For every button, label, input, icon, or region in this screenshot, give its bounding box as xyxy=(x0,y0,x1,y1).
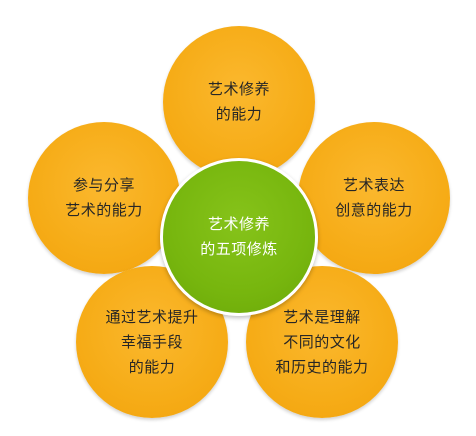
petal-lower-right: 艺术是理解 不同的文化 和历史的能力 xyxy=(246,266,398,418)
petal-top-line-2: 的能力 xyxy=(215,105,263,123)
petal-lower-right-label: 艺术是理解 不同的文化 和历史的能力 xyxy=(275,305,368,380)
center-label: 艺术修养 的五项修炼 xyxy=(200,212,278,262)
petal-upper-right-label: 艺术表达 创意的能力 xyxy=(335,173,413,223)
petal-lower-left-line-3: 的能力 xyxy=(128,357,176,376)
petal-lower-right-line-2: 不同的文化 xyxy=(283,332,361,351)
petal-lower-right-line-1: 艺术是理解 xyxy=(283,307,361,326)
petal-top: 艺术修养 的能力 xyxy=(163,26,315,178)
petal-lower-left-line-2: 幸福手段 xyxy=(120,332,183,351)
center-line-1: 艺术修养 xyxy=(207,215,270,233)
petal-upper-left-line-2: 艺术的能力 xyxy=(65,201,143,219)
petal-upper-left: 参与分享 艺术的能力 xyxy=(28,122,180,274)
petal-upper-left-line-1: 参与分享 xyxy=(72,176,135,194)
petal-lower-right-line-3: 和历史的能力 xyxy=(275,357,369,376)
center-line-2: 的五项修炼 xyxy=(200,240,278,258)
petal-upper-right: 艺术表达 创意的能力 xyxy=(298,122,450,274)
petal-lower-left-line-1: 通过艺术提升 xyxy=(105,307,199,326)
petal-top-line-1: 艺术修养 xyxy=(207,80,270,98)
center-circle: 艺术修养 的五项修炼 xyxy=(160,158,318,316)
petal-upper-right-line-2: 创意的能力 xyxy=(335,201,413,219)
petal-lower-left-label: 通过艺术提升 幸福手段 的能力 xyxy=(105,305,198,380)
petal-upper-right-line-1: 艺术表达 xyxy=(342,176,405,194)
petal-upper-left-label: 参与分享 艺术的能力 xyxy=(65,173,143,223)
petal-top-label: 艺术修养 的能力 xyxy=(208,77,270,127)
